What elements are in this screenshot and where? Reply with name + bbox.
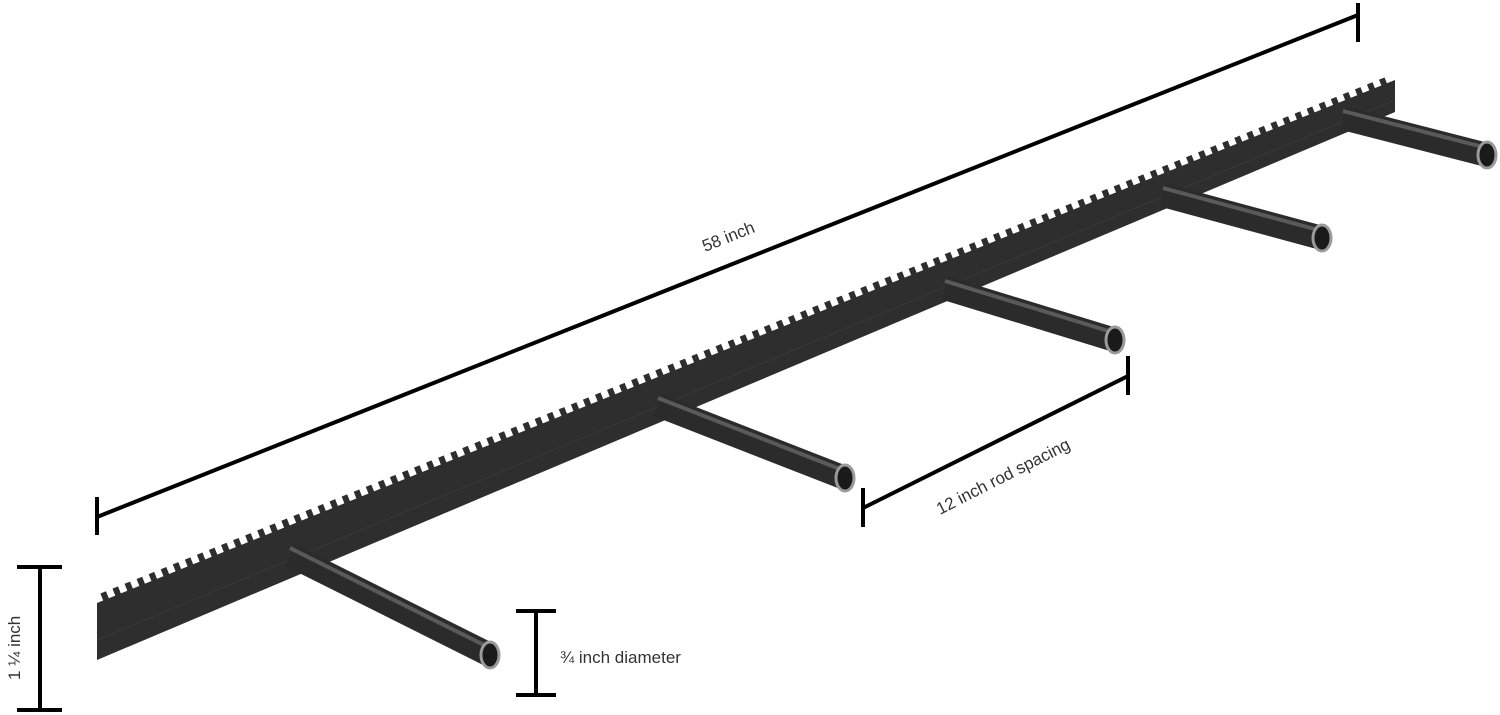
bar-height-dimension <box>17 565 62 712</box>
rod <box>284 544 501 670</box>
rod-end <box>1104 325 1126 355</box>
rod-spacing-dimension <box>861 356 1130 527</box>
rod <box>653 393 856 493</box>
length-dimension <box>95 3 1360 535</box>
bar-height-label: 1 ¼ inch <box>5 616 24 680</box>
mounting-bar <box>96 75 1396 660</box>
rod-end <box>479 640 501 670</box>
rod-end <box>1476 140 1498 170</box>
rods <box>284 106 1498 670</box>
length-label: 58 inch <box>699 218 757 256</box>
rod-diameter-dimension <box>516 609 556 697</box>
rod <box>941 276 1126 355</box>
rod <box>1340 106 1498 170</box>
rod-end <box>834 463 856 493</box>
rod-spacing-label: 12 inch rod spacing <box>933 435 1073 519</box>
rod-end <box>1311 223 1333 253</box>
rod-diameter-label: ¾ inch diameter <box>560 648 681 667</box>
rod <box>1159 183 1333 253</box>
